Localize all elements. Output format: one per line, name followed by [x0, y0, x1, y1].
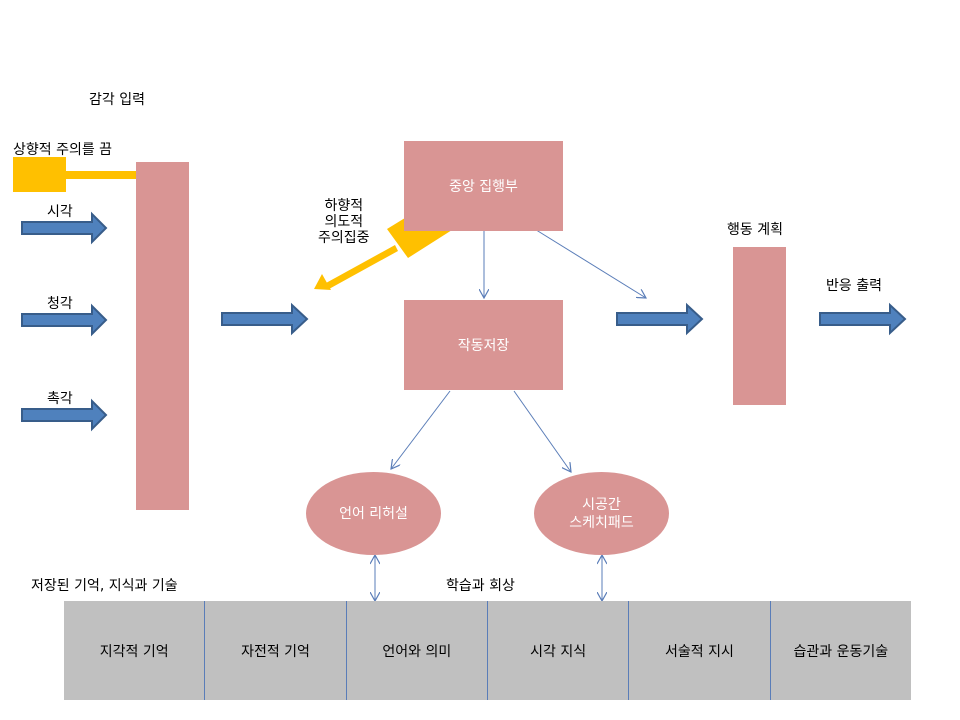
central-executive-box: 중앙 집행부: [404, 141, 563, 231]
visuospatial-sketchpad-ellipse: 시공간 스케치패드: [534, 472, 669, 555]
working-to-action-arrow: [616, 302, 704, 336]
bottom-up-attention-arrow: [13, 157, 157, 192]
memory-cell-autobiographical: 자전적 기억: [204, 601, 345, 700]
sensory-to-working-arrow: [221, 302, 309, 336]
stored-knowledge-label: 저장된 기억, 지식과 기술: [31, 578, 178, 594]
memory-cell-habits-motor: 습관과 운동기술: [769, 601, 911, 700]
vision-label: 시각: [47, 204, 73, 220]
working-to-phonological-line: [391, 390, 451, 469]
touch-label: 촉각: [47, 391, 73, 407]
sensory-input-label: 감각 입력: [89, 92, 145, 108]
response-output-arrow: [819, 302, 907, 336]
sensory-register-bar: [136, 162, 189, 510]
hearing-label: 청각: [47, 296, 73, 312]
bottom-up-attention-label: 상향적 주의를 끔: [13, 142, 113, 158]
working-to-sketchpad-line: [513, 390, 571, 472]
action-plan-bar: [733, 247, 786, 405]
learning-recall-label: 학습과 회상: [446, 578, 515, 594]
top-down-attention-label: 하향적 의도적 주의집중: [318, 198, 370, 246]
action-plan-label: 행동 계획: [727, 222, 783, 238]
hearing-arrow: [21, 303, 108, 337]
response-output-label: 반응 출력: [826, 278, 882, 294]
exec-to-action-line: [532, 227, 646, 298]
memory-cell-declarative: 서술적 지시: [628, 601, 769, 700]
long-term-memory-store: 지각적 기억 자전적 기억 언어와 의미 시각 지식 서술적 지시 습관과 운동…: [64, 601, 911, 700]
vision-arrow: [21, 211, 108, 245]
working-memory-box: 작동저장: [404, 300, 563, 390]
touch-arrow: [21, 398, 108, 432]
memory-cell-language-meaning: 언어와 의미: [345, 601, 487, 700]
memory-cell-perceptual: 지각적 기억: [99, 643, 169, 660]
phonological-loop-ellipse: 언어 리허설: [306, 472, 441, 555]
memory-cell-visual-knowledge: 시각 지식: [486, 601, 628, 700]
